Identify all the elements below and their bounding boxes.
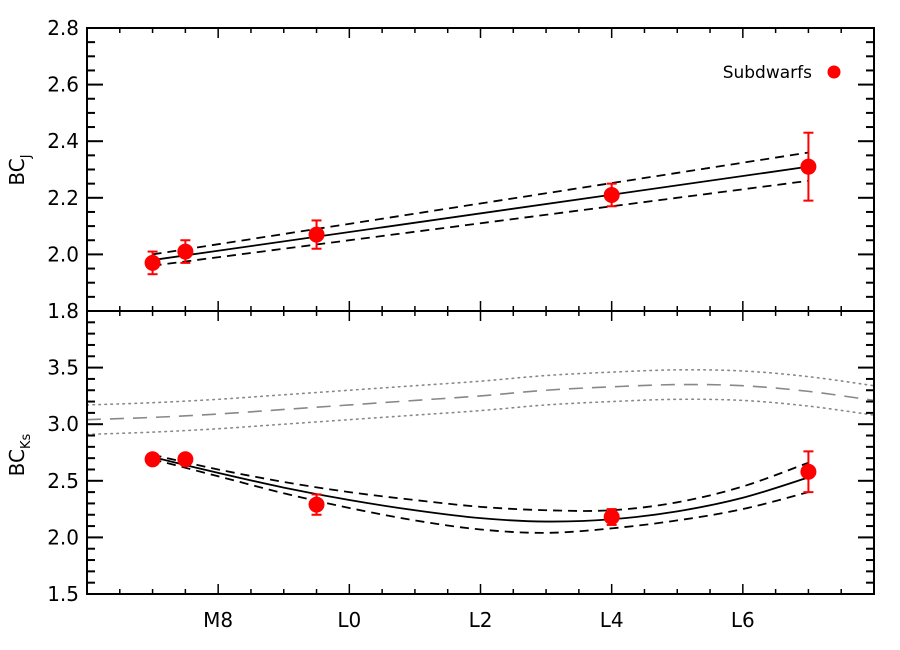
data-marker — [144, 451, 161, 468]
x-tick-label: L0 — [337, 608, 361, 632]
fit-solid-line — [152, 165, 809, 261]
y-tick-label: 2.0 — [47, 525, 79, 549]
x-tick-label: L2 — [469, 608, 493, 632]
data-point-m9-5 — [308, 493, 325, 516]
x-tick-label: L4 — [600, 608, 624, 632]
fit-upper-dashed-line — [152, 151, 809, 256]
legend-marker-subdwarfs — [827, 65, 841, 79]
data-marker — [308, 226, 325, 243]
fit-lower-dashed-line — [152, 179, 809, 267]
data-point-m9-5 — [308, 219, 325, 250]
y-axis-title-main: BC — [5, 158, 29, 185]
bottom-panel-bcks: 1.5 2.0 2.5 3.0 3.5 — [47, 310, 875, 606]
y-tick-label: 3.0 — [47, 412, 79, 436]
data-marker — [177, 243, 194, 260]
data-marker — [177, 451, 194, 468]
data-marker — [800, 463, 817, 480]
y-tick-label: 1.5 — [47, 582, 79, 606]
y-tick-label: 2.0 — [47, 242, 79, 266]
y-axis-title-subscript: J — [19, 154, 34, 159]
legend: Subdwarfs — [723, 63, 841, 83]
data-marker — [603, 186, 620, 203]
data-marker — [800, 158, 817, 175]
data-marker — [144, 254, 161, 271]
y-tick-label: 2.5 — [47, 469, 79, 493]
y-axis-title-subscript: Ks — [19, 433, 34, 449]
legend-label-subdwarfs: Subdwarfs — [723, 63, 812, 83]
top-panel-bcj: 1.8 2.0 2.2 2.4 2.6 2.8 — [47, 16, 875, 323]
y-tick-label: 2.8 — [47, 16, 79, 40]
x-axis-tick-labels: M8 L0 L2 L4 L6 — [203, 608, 755, 632]
y-tick-label: 3.5 — [47, 356, 79, 380]
data-point-m7-5 — [177, 239, 194, 264]
data-point-m7 — [144, 451, 161, 468]
y-axis-title-main: BC — [5, 449, 29, 476]
reference-lower-dotted-line — [87, 398, 874, 436]
reference-center-dashed-line — [87, 383, 874, 421]
panel-frame — [86, 310, 875, 595]
x-tick-label: M8 — [203, 608, 233, 632]
reference-upper-dotted-line — [87, 369, 874, 406]
data-point-m7 — [144, 250, 161, 276]
data-marker — [308, 496, 325, 513]
fit-solid-line — [152, 456, 809, 523]
y-axis-title-bcj: BCJ — [5, 154, 34, 185]
y-tick-label: 2.4 — [47, 129, 79, 153]
fit-upper-dashed-line — [152, 453, 809, 512]
data-point-m7-5 — [177, 451, 194, 468]
data-point-l7 — [800, 450, 817, 494]
x-tick-label: L6 — [731, 608, 755, 632]
y-tick-label: 2.6 — [47, 73, 79, 97]
data-point-l7 — [800, 131, 817, 202]
y-axis-title-bcks: BCKs — [5, 433, 34, 476]
data-point-l4 — [603, 508, 620, 526]
y-tick-label: 2.2 — [47, 186, 79, 210]
y-tick-label: 1.8 — [47, 299, 79, 323]
data-marker — [603, 509, 620, 526]
fit-lower-dashed-line — [152, 458, 809, 534]
data-point-l4 — [603, 182, 620, 208]
